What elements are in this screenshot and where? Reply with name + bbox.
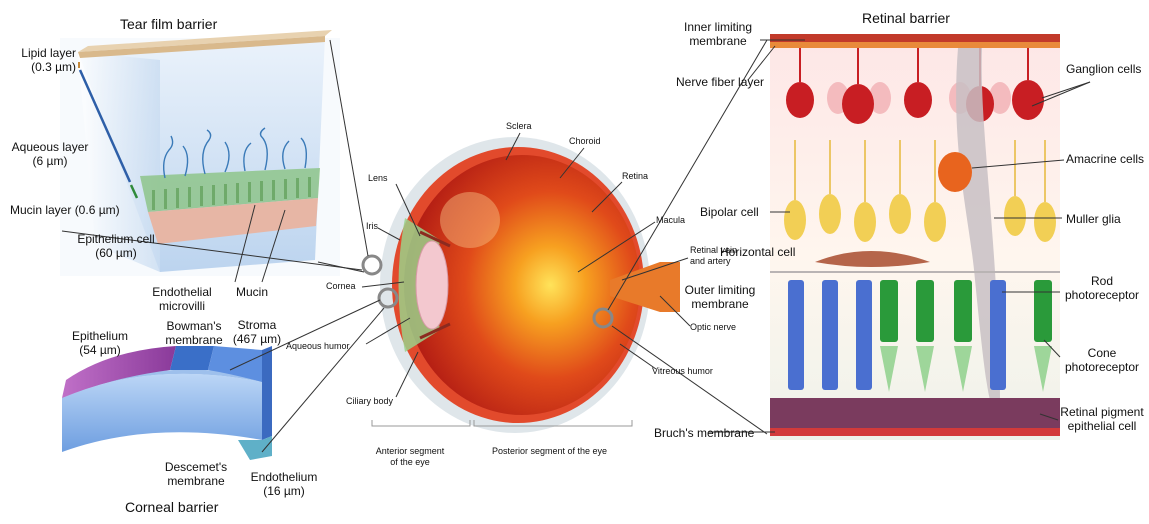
amacrine-cell: [938, 152, 972, 192]
bipolar-cell-label: Bipolar cell: [700, 205, 759, 219]
aqueous-layer-label: Aqueous layer(6 µm): [12, 140, 89, 168]
mucin-label: Mucin: [236, 285, 268, 299]
endothelium-layer: [238, 436, 272, 460]
mucin-layer-label: Mucin layer (0.6 µm): [10, 203, 120, 217]
anterior-segment-bracket: [372, 420, 470, 426]
tear-film-magnifier: [363, 256, 381, 274]
horizontal-cell-label: Horizontal cell: [720, 245, 795, 259]
amacrine-cells-label: Amacrine cells: [1066, 152, 1144, 166]
corneal-panel: [62, 346, 272, 460]
epithelium-cell-label: Epithelium cell(60 µm): [77, 232, 154, 260]
corneal-barrier-title: Corneal barrier: [125, 499, 218, 515]
posterior-segment-label: Posterior segment of the eye: [492, 446, 607, 457]
upper-highlight: [440, 192, 500, 248]
corneal-epithelium-label: Epithelium(54 µm): [72, 329, 128, 357]
aqueous-humor-label: Aqueous humor: [286, 341, 350, 352]
lipid-thickness-bar: [78, 62, 80, 68]
muller-glia-label: Muller glia: [1066, 212, 1121, 226]
retina-label: Retina: [622, 171, 648, 182]
retinal-panel: [770, 34, 1060, 440]
macula-label: Macula: [656, 215, 685, 226]
bruchs-membrane-band: [770, 428, 1060, 436]
stroma-label: Stroma(467 µm): [233, 318, 281, 346]
lipid-layer-label: Lipid layer(0.3 µm): [21, 46, 76, 74]
ganglion-cells-label: Ganglion cells: [1066, 62, 1141, 76]
ciliary-body-label: Ciliary body: [346, 396, 393, 407]
lens-shape: [416, 241, 448, 329]
bowman-layer: [170, 346, 214, 370]
tear-film-title: Tear film barrier: [120, 16, 217, 32]
leader-retina-zoom-bottom: [612, 326, 767, 434]
sclera-label: Sclera: [506, 121, 532, 132]
rpe-layer: [770, 398, 1060, 428]
vitreous-humor-label: Vitreous humor: [652, 366, 713, 377]
choroid-label: Choroid: [569, 136, 601, 147]
bruchs-membrane-label: Bruch's membrane: [654, 426, 754, 440]
iris-label: Iris: [366, 221, 378, 232]
optic-nerve-label: Optic nerve: [690, 322, 736, 333]
stroma-side: [262, 346, 272, 440]
inner-limiting-membrane-band: [770, 34, 1060, 42]
nerve-fiber-layer-label: Nerve fiber layer: [676, 75, 764, 89]
retinal-barrier-title: Retinal barrier: [862, 10, 950, 26]
endothelium-label: Endothelium(16 µm): [251, 470, 318, 498]
nerve-fiber-band: [770, 42, 1060, 48]
lens-label: Lens: [368, 173, 388, 184]
cornea-label: Cornea: [326, 281, 356, 292]
